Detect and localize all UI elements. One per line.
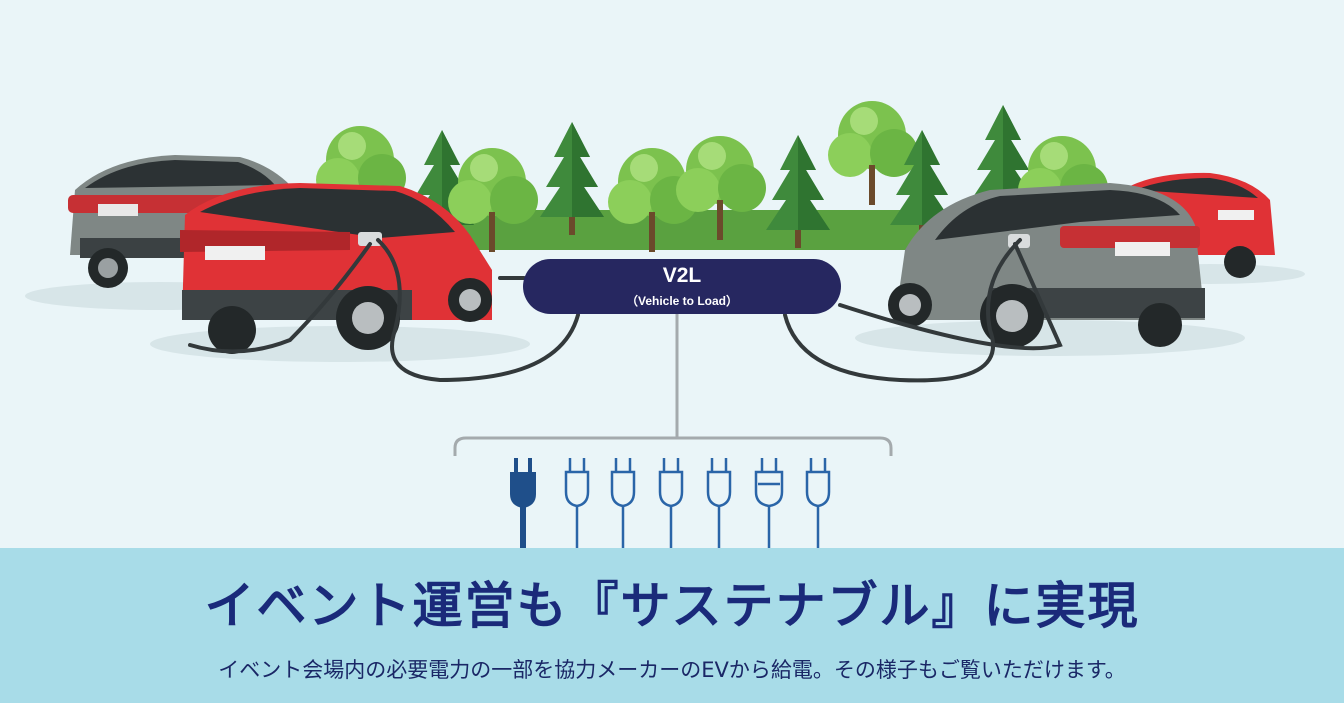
- red-car-icon: [180, 183, 492, 354]
- subtext: イベント会場内の必要電力の一部を協力メーカーのEVから給電。その様子もご覧いただ…: [218, 658, 1126, 682]
- plug-icon: [805, 458, 831, 548]
- v2l-label: V2L （Vehicle to Load）: [523, 259, 841, 314]
- v2l-title: V2L: [662, 264, 702, 287]
- v2l-subtitle: （Vehicle to Load）: [625, 294, 739, 308]
- plug-icon: [510, 458, 536, 548]
- plug-icon: [658, 458, 684, 548]
- plugs: [510, 458, 831, 548]
- plug-icon: [754, 458, 784, 548]
- headline: イベント運営も『サステナブル』に実現: [204, 577, 1140, 635]
- illustration-scene: [25, 101, 1305, 548]
- distribution-lines: [453, 314, 893, 456]
- caption-banner: [0, 548, 1344, 703]
- plug-icon: [610, 458, 636, 548]
- gray-car-icon: [888, 183, 1205, 348]
- plug-icon: [564, 458, 590, 548]
- charging-cable-icon: [188, 238, 1063, 383]
- plug-icon: [706, 458, 732, 548]
